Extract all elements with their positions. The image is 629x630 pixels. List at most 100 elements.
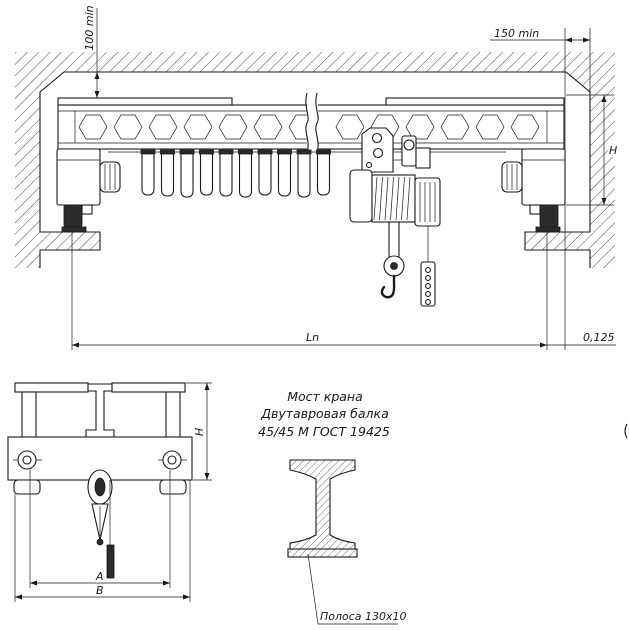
- festoon-cable-loop: [141, 153, 155, 196]
- festoon-cable-loop: [160, 153, 175, 197]
- festoon-carrier: [160, 149, 175, 155]
- festoon-cable-loop: [219, 153, 233, 197]
- callout-leader: [307, 553, 319, 625]
- i-beam-profile: [289, 459, 356, 550]
- beam-section: Мост крана Двутавровая балка 45/45 М ГОС…: [258, 389, 407, 625]
- drum-rope-coil: [401, 176, 405, 221]
- hook-block-axle: [390, 262, 398, 270]
- crane-rail-right: [535, 226, 561, 233]
- building-inner-outline: [39, 71, 591, 268]
- festoon-carrier: [140, 149, 156, 155]
- hook-block-sheave: [94, 477, 106, 497]
- dimension-ceiling-clearance: 100 min: [83, 5, 100, 98]
- section-title: Мост крана: [287, 389, 363, 404]
- hoist-gearbox: [349, 169, 373, 223]
- festoon-carrier: [277, 149, 292, 155]
- drum-rope-coil: [395, 176, 400, 221]
- label-background: [608, 142, 618, 157]
- dim-height-top-label: H: [609, 144, 617, 157]
- festoon-cable-loop: [180, 153, 194, 198]
- web-opening: [440, 114, 470, 140]
- pendant-button: [425, 283, 431, 289]
- end-carriage-left: [56, 148, 121, 228]
- strip-callout-label: Полоса 130x10: [320, 610, 407, 623]
- hoist-trolley: [349, 127, 441, 307]
- dimension-span: Ln 0,125: [71, 28, 616, 350]
- top-strip-right: [385, 97, 565, 106]
- web-opening: [510, 114, 540, 140]
- dim-height-side-label: H: [193, 428, 206, 436]
- pendant-control: [106, 544, 115, 579]
- pendant-button: [425, 291, 431, 297]
- support-leg-right: [165, 391, 181, 438]
- dimension-a: A: [29, 470, 171, 588]
- travel-wheel: [13, 479, 41, 495]
- pendant-button: [425, 267, 431, 273]
- dimension-height-side: H: [186, 382, 212, 481]
- festoon-carrier: [238, 149, 253, 155]
- web-opening: [148, 114, 178, 140]
- front-elevation: 100 min 150 min H Ln 0,125: [15, 5, 618, 350]
- drum-rope-coil: [406, 176, 411, 221]
- drum-rope-coil: [390, 176, 394, 221]
- top-strip-left: [57, 97, 233, 106]
- building-hatch: [15, 52, 615, 268]
- dim-a-label: A: [95, 570, 104, 583]
- top-strip-left: [14, 382, 89, 393]
- travel-wheel: [159, 479, 187, 495]
- wheel-hub-inner: [167, 455, 177, 465]
- festoon-cable-loops: [140, 149, 331, 198]
- end-carriage-frame: [521, 148, 566, 206]
- travel-wheel: [539, 204, 559, 228]
- web-opening: [475, 114, 505, 140]
- web-opening: [335, 114, 365, 140]
- drum-rope-coils: [373, 176, 411, 221]
- dim-b-label: B: [96, 584, 104, 597]
- festoon-cable-loop: [238, 153, 253, 198]
- trolley-wheel: [371, 132, 383, 144]
- dim-ceiling-clearance-label: 100 min: [83, 5, 96, 50]
- hoist-motor: [414, 177, 441, 227]
- festoon-cable-loop: [316, 153, 331, 196]
- trolley-wheel: [372, 147, 384, 159]
- travel-wheel: [63, 204, 83, 228]
- end-carriage-right: [501, 148, 566, 228]
- dimension-height-top: H: [566, 94, 618, 206]
- cropped-mark: [624, 423, 628, 439]
- support-leg-left: [21, 391, 37, 438]
- dim-wall-clearance-label: 150 min: [494, 27, 539, 40]
- web-opening: [253, 114, 283, 140]
- festoon-carrier: [257, 149, 273, 155]
- pendant-button: [425, 299, 431, 305]
- wheel-axle-box: [81, 204, 93, 215]
- dimension-wall-clearance: 150 min: [490, 27, 591, 92]
- crane-rail-left: [61, 226, 87, 233]
- festoon-carrier: [179, 149, 195, 155]
- pendant-button: [425, 275, 431, 281]
- drum-rope-coil: [379, 176, 383, 221]
- festoon-cable-loop: [199, 153, 214, 196]
- end-carriage-frame: [56, 148, 101, 206]
- web-opening: [218, 114, 248, 140]
- trolley-bracket: [415, 147, 431, 169]
- festoon-cable-loop: [277, 153, 292, 197]
- festoon-cable-loop: [258, 153, 272, 196]
- dim-span-label: Ln: [306, 331, 319, 344]
- hook-tip: [96, 538, 104, 546]
- wheel-hub-inner: [22, 455, 32, 465]
- dim-rail-offset-label: 0,125: [583, 331, 615, 344]
- break-gap: [307, 93, 318, 152]
- web-opening: [183, 114, 213, 140]
- girder-i-section: [85, 383, 115, 438]
- break-line: [315, 92, 319, 153]
- trolley-wheel: [403, 139, 415, 151]
- festoon-carrier: [218, 149, 234, 155]
- web-opening: [113, 114, 143, 140]
- festoon-cable-loop: [297, 153, 311, 198]
- castellated-web-openings: [78, 114, 540, 140]
- hoist-rope-drum: [371, 174, 416, 223]
- wheel-axle-box: [529, 204, 541, 215]
- bottom-strip: [287, 548, 358, 558]
- pendant-buttons: [425, 267, 431, 305]
